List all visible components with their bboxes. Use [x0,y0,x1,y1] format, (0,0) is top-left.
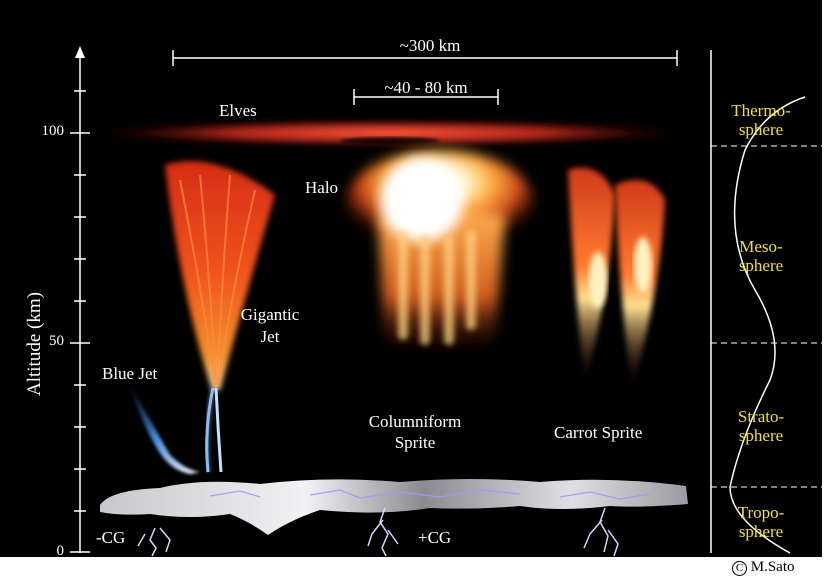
positive-cg-label: +CG [418,528,452,547]
mesosphere-label-line2: sphere [738,256,784,275]
columniform-label-line1: Columniform [368,412,462,431]
temperature-profile-curve [729,96,806,554]
credit-name: M.Sato [750,559,795,575]
positive-cg-lightning [367,507,399,557]
troposphere-label-line2: sphere [738,522,784,541]
scale-300km-label: ~300 km [399,36,461,55]
gigantic-jet-shape [165,161,275,473]
y-tick-50: 50 [49,333,64,349]
elves-glow [90,119,690,147]
carrot-cg-lightning [583,507,619,557]
columniform-label-line2: Sprite [394,433,436,452]
halo-label: Halo [305,178,339,197]
y-tick-100: 100 [41,123,65,139]
carrot-sprite-shape [568,167,665,390]
thermosphere-label-line2: sphere [738,120,784,139]
thundercloud [100,479,688,535]
elves-label: Elves [219,101,257,120]
gigantic-jet-label-line2: Jet [260,327,280,346]
scale-bar-300km [172,50,678,66]
negative-cg-label: -CG [96,528,126,547]
copyright-icon: C [732,561,747,576]
blue-jet-shape [130,385,200,474]
mesosphere-label-line1: Meso- [739,237,783,256]
troposphere-label-line1: Tropo- [737,503,785,522]
y-tick-0: 0 [56,543,65,559]
blue-jet-label: Blue Jet [102,364,158,383]
altitude-axis [70,46,90,553]
columniform-sprite-shape [345,150,535,355]
atmosphere-profile-panel [710,50,822,554]
copyright-credit: C M.Sato [732,559,795,576]
stratosphere-label-line2: sphere [738,426,784,445]
negative-cg-lightning [137,527,171,557]
stratosphere-label-line1: Strato- [737,407,785,426]
carrot-sprite-label: Carrot Sprite [554,423,643,442]
gigantic-jet-label-line1: Gigantic [240,305,300,324]
scale-40-80km-label: ~40 - 80 km [384,78,468,97]
thermosphere-label-line1: Thermo- [731,101,791,120]
scale-bar-40-80km [353,89,499,105]
